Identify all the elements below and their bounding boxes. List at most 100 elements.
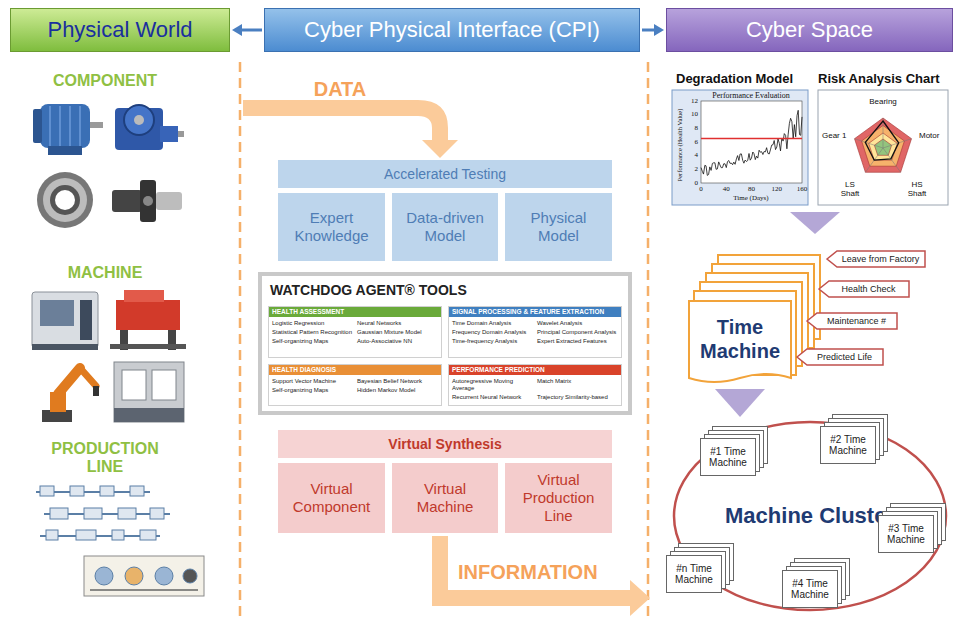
production-line-picture <box>40 486 54 496</box>
panel-title: WATCHDOG AGENT® TOOLS <box>270 281 620 299</box>
node-text: Virtual Machine <box>396 480 494 516</box>
small-stack: #2 Time Machine <box>820 426 876 464</box>
node-text: #1 Time Machine <box>702 446 754 468</box>
tool-name: Statistical Pattern Recognition <box>272 329 353 336</box>
tool-name: Autoregressive Moving Average <box>452 378 533 392</box>
tool-name: Principal Component Analysis <box>537 329 618 336</box>
part-label: HS Shaft <box>903 180 931 198</box>
divider-line <box>647 62 650 616</box>
motor-picture <box>33 104 103 155</box>
information-arrow <box>630 580 650 616</box>
production-line-picture <box>90 589 198 591</box>
tick-label: 8 <box>684 124 698 132</box>
callout-arrow: Predicted Life <box>796 348 884 366</box>
tick-label: 0 <box>699 185 703 193</box>
process-box: Data-driven Model <box>392 193 498 261</box>
press-machine-picture <box>114 362 184 422</box>
gearbox-picture <box>115 105 184 150</box>
production-line-picture <box>46 530 58 540</box>
tool-name: Bayesian Belief Network <box>357 378 438 385</box>
chart-title: Risk Analysis Chart <box>818 72 940 87</box>
risk-radar-chart <box>818 90 948 205</box>
tick-label: 10 <box>684 110 698 118</box>
saw-machine-picture <box>124 290 164 302</box>
part-label: Gear 1 <box>822 131 846 140</box>
radar-axis <box>855 139 884 148</box>
node-text: Virtual Synthesis <box>388 436 501 453</box>
tool-name: Wavelet Analysis <box>537 320 618 327</box>
tool-name: Match Matrix <box>537 378 618 392</box>
node-text: Expert Knowledge <box>282 209 381 245</box>
node-text: Data-driven Model <box>396 209 494 245</box>
section-header: SIGNAL PROCESSING & FEATURE EXTRACTION <box>449 307 621 317</box>
tool-name: Neural Networks <box>357 320 438 327</box>
node-text: #4 Time Machine <box>784 578 836 600</box>
small-stack: #3 Time Machine <box>878 515 934 553</box>
production-line-picture <box>95 567 113 585</box>
motor-picture <box>33 109 42 143</box>
part-label: Motor <box>919 131 939 140</box>
production-line-picture <box>100 486 114 496</box>
production-line-picture <box>36 486 204 596</box>
production-line-picture <box>155 567 173 585</box>
saw-machine-picture <box>116 300 180 330</box>
stack-page <box>879 516 934 553</box>
tick-label: 12 <box>684 97 698 105</box>
tool-name: Self-organizing Maps <box>272 387 353 394</box>
tools-panel: WATCHDOG AGENT® TOOLS HEALTH ASSESSMENTLo… <box>258 272 632 415</box>
tool-name: Hidden Markov Model <box>357 387 438 394</box>
tick-label: 4 <box>684 151 698 159</box>
tool-name: Frequency Domain Analysis <box>452 329 533 336</box>
tool-section: PERFORMANCE PREDICTIONAutoregressive Mov… <box>448 364 622 406</box>
divider-line <box>240 62 648 616</box>
motor-picture <box>69 106 71 146</box>
process-box: Virtual Component <box>278 463 385 533</box>
process-box: Virtual Production Line <box>505 463 612 533</box>
tick-label: 6 <box>684 138 698 146</box>
press-machine-picture <box>114 362 184 422</box>
bearing-picture <box>55 190 75 210</box>
flow-triangle <box>790 212 840 234</box>
tool-section: SIGNAL PROCESSING & FEATURE EXTRACTION Ti… <box>448 306 622 358</box>
cnc-machine-picture <box>32 344 98 350</box>
tick-label: 40 <box>723 185 730 193</box>
node-text: Virtual Component <box>282 480 381 516</box>
header-box: Cyber Space <box>666 8 953 52</box>
data-arrow <box>243 100 458 158</box>
tool-name: Time Domain Analysis <box>452 320 533 327</box>
gearbox-picture <box>124 105 154 135</box>
process-box: Expert Knowledge <box>278 193 385 261</box>
node-text: #3 Time Machine <box>880 523 932 545</box>
band-box: Virtual Synthesis <box>278 430 612 458</box>
cnc-machine-picture <box>32 292 98 350</box>
connector <box>232 24 262 36</box>
shaft-picture <box>143 196 153 206</box>
tool-list: Logistic RegressionNeural NetworksStatis… <box>269 317 441 348</box>
robot-picture <box>42 368 99 422</box>
production-line-picture <box>125 567 143 585</box>
axis-title: Time (Days) <box>733 194 768 202</box>
stack-page <box>783 571 838 608</box>
robot-picture <box>58 368 80 394</box>
connector-line <box>642 29 656 32</box>
tool-section: HEALTH ASSESSMENTLogistic RegressionNeur… <box>268 306 442 358</box>
shaft-picture <box>112 190 142 212</box>
small-stack: #n Time Machine <box>666 555 722 593</box>
information-arrow <box>432 536 650 616</box>
degradation-chart <box>701 138 802 140</box>
shaft-picture <box>112 180 182 222</box>
node-text: Cyber Space <box>746 17 873 43</box>
stack-page <box>689 301 791 382</box>
production-line-picture <box>118 508 136 519</box>
gearbox-picture <box>160 126 178 142</box>
node-text: #n Time Machine <box>668 563 720 585</box>
callout-arrow: Leave from Factory <box>826 250 926 268</box>
production-line-picture <box>50 508 68 519</box>
header-box: Cyber Physical Interface (CPI) <box>264 8 640 52</box>
bearing-picture <box>50 185 80 215</box>
tick-label: 0 <box>684 179 698 187</box>
cnc-machine-picture <box>32 292 98 348</box>
press-machine-picture <box>152 370 176 400</box>
motor-picture <box>49 106 51 146</box>
section-label: MACHINE <box>68 264 143 282</box>
